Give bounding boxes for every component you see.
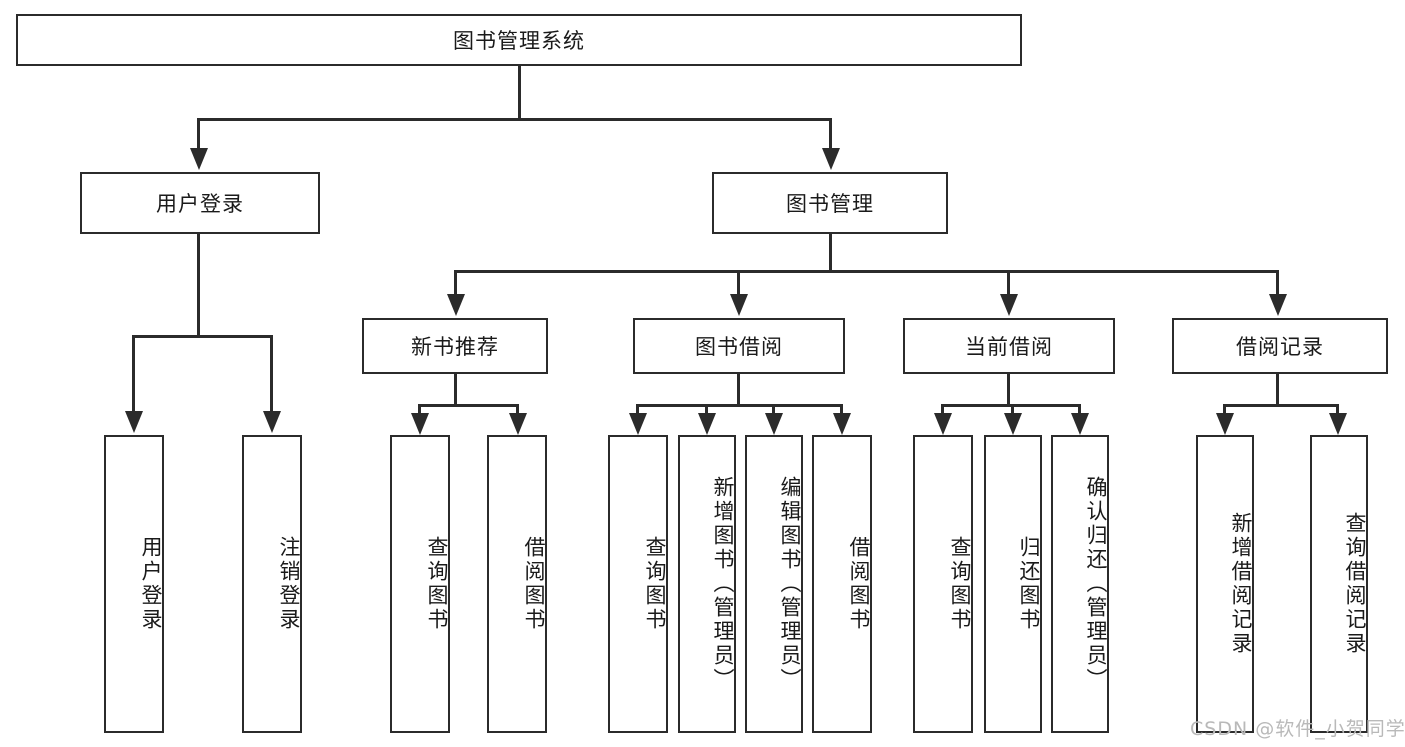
connector-borrow-child-4 [840, 404, 843, 416]
node-leaf-logout-label: 注销登录 [277, 536, 301, 632]
connector-borrow-bar [636, 404, 842, 407]
arrowhead-borrow-record-child-1 [1216, 413, 1234, 435]
node-user-login-label: 用户登录 [156, 192, 244, 216]
connector-user-login-bar [132, 335, 272, 338]
node-leaf-edit-book-admin[interactable]: 编辑图书（管理员） [745, 435, 803, 733]
connector-new-book-bar [418, 404, 519, 407]
connector-new-book-child-2 [516, 404, 519, 416]
arrowhead-current-borrow-child-2 [1004, 413, 1022, 435]
node-leaf-borrow-book-recommend[interactable]: 借阅图书 [487, 435, 547, 733]
connector-borrow-record-trunk [1276, 374, 1279, 406]
node-new-book-recommend[interactable]: 新书推荐 [362, 318, 548, 374]
arrowhead-borrow-child-1 [629, 413, 647, 435]
connector-root-to-user-login [197, 118, 200, 150]
connector-root-to-book-manage [829, 118, 832, 150]
node-current-borrow[interactable]: 当前借阅 [903, 318, 1115, 374]
node-book-borrow-label: 图书借阅 [695, 335, 783, 359]
connector-user-login-child-1 [132, 335, 135, 413]
connector-borrow-record-child-2 [1336, 404, 1339, 416]
node-leaf-return-book-label: 归还图书 [1017, 536, 1041, 632]
connector-book-manage-child-2 [737, 270, 740, 296]
node-borrow-record-label: 借阅记录 [1236, 335, 1324, 359]
node-leaf-borrow-book-recommend-label: 借阅图书 [522, 536, 546, 632]
node-leaf-add-borrow-record[interactable]: 新增借阅记录 [1196, 435, 1254, 733]
node-leaf-add-book-admin[interactable]: 新增图书（管理员） [678, 435, 736, 733]
node-leaf-query-book-current[interactable]: 查询图书 [913, 435, 973, 733]
node-leaf-borrow-book[interactable]: 借阅图书 [812, 435, 872, 733]
node-leaf-add-book-admin-label: 新增图书（管理员） [711, 476, 735, 692]
arrowhead-current-borrow-child-3 [1071, 413, 1089, 435]
node-leaf-query-book-recommend-label: 查询图书 [425, 536, 449, 632]
connector-new-book-child-1 [418, 404, 421, 416]
connector-book-manage-bar [454, 270, 1279, 273]
node-leaf-query-borrow-record[interactable]: 查询借阅记录 [1310, 435, 1368, 733]
connector-current-borrow-child-1 [941, 404, 944, 416]
node-borrow-record[interactable]: 借阅记录 [1172, 318, 1388, 374]
node-root-system-label: 图书管理系统 [453, 29, 585, 53]
connector-current-borrow-bar [941, 404, 1080, 407]
arrowhead-book-manage-child-3 [1000, 294, 1018, 316]
connector-book-manage-child-1 [454, 270, 457, 296]
node-leaf-query-book-recommend[interactable]: 查询图书 [390, 435, 450, 733]
arrowhead-current-borrow-child-1 [934, 413, 952, 435]
connector-book-manage-child-3 [1007, 270, 1010, 296]
node-current-borrow-label: 当前借阅 [965, 335, 1053, 359]
arrowhead-borrow-child-2 [698, 413, 716, 435]
arrowhead-book-manage-child-1 [447, 294, 465, 316]
arrowhead-root-to-user-login [190, 148, 208, 170]
node-leaf-logout[interactable]: 注销登录 [242, 435, 302, 733]
arrowhead-book-manage-child-2 [730, 294, 748, 316]
connector-root-trunk [518, 66, 521, 120]
arrowhead-borrow-child-4 [833, 413, 851, 435]
arrowhead-borrow-record-child-2 [1329, 413, 1347, 435]
watermark-text: CSDN @软件_小贺同学 [1190, 718, 1405, 740]
connector-new-book-trunk [454, 374, 457, 406]
node-leaf-user-login-label: 用户登录 [139, 536, 163, 632]
node-leaf-query-book-borrow[interactable]: 查询图书 [608, 435, 668, 733]
connector-borrow-trunk [737, 374, 740, 406]
arrowhead-borrow-child-3 [765, 413, 783, 435]
node-root-system[interactable]: 图书管理系统 [16, 14, 1022, 66]
connector-root-bar [197, 118, 832, 121]
node-leaf-borrow-book-label: 借阅图书 [847, 536, 871, 632]
node-leaf-query-borrow-record-label: 查询借阅记录 [1343, 512, 1367, 656]
connector-current-borrow-child-3 [1078, 404, 1081, 416]
node-user-login[interactable]: 用户登录 [80, 172, 320, 234]
connector-borrow-child-3 [772, 404, 775, 416]
node-leaf-add-borrow-record-label: 新增借阅记录 [1229, 512, 1253, 656]
connector-book-manage-child-4 [1276, 270, 1279, 296]
arrowhead-new-book-child-1 [411, 413, 429, 435]
connector-book-manage-trunk [829, 234, 832, 272]
arrowhead-user-login-child-1 [125, 411, 143, 433]
node-leaf-query-book-current-label: 查询图书 [948, 536, 972, 632]
arrowhead-user-login-child-2 [263, 411, 281, 433]
node-new-book-recommend-label: 新书推荐 [411, 335, 499, 359]
node-leaf-user-login[interactable]: 用户登录 [104, 435, 164, 733]
node-leaf-confirm-return-admin[interactable]: 确认归还（管理员） [1051, 435, 1109, 733]
node-leaf-query-book-borrow-label: 查询图书 [643, 536, 667, 632]
connector-borrow-record-child-1 [1223, 404, 1226, 416]
node-leaf-edit-book-admin-label: 编辑图书（管理员） [778, 476, 802, 692]
connector-borrow-child-1 [636, 404, 639, 416]
node-book-management[interactable]: 图书管理 [712, 172, 948, 234]
node-leaf-return-book[interactable]: 归还图书 [984, 435, 1042, 733]
arrowhead-book-manage-child-4 [1269, 294, 1287, 316]
connector-current-borrow-child-2 [1011, 404, 1014, 416]
connector-user-login-child-2 [270, 335, 273, 413]
connector-user-login-trunk [197, 234, 200, 335]
connector-borrow-record-bar [1223, 404, 1339, 407]
node-leaf-confirm-return-admin-label: 确认归还（管理员） [1084, 476, 1108, 692]
connector-borrow-child-2 [705, 404, 708, 416]
arrowhead-new-book-child-2 [509, 413, 527, 435]
arrowhead-root-to-book-manage [822, 148, 840, 170]
node-book-borrow[interactable]: 图书借阅 [633, 318, 845, 374]
node-book-management-label: 图书管理 [786, 192, 874, 216]
connector-current-borrow-trunk [1007, 374, 1010, 406]
